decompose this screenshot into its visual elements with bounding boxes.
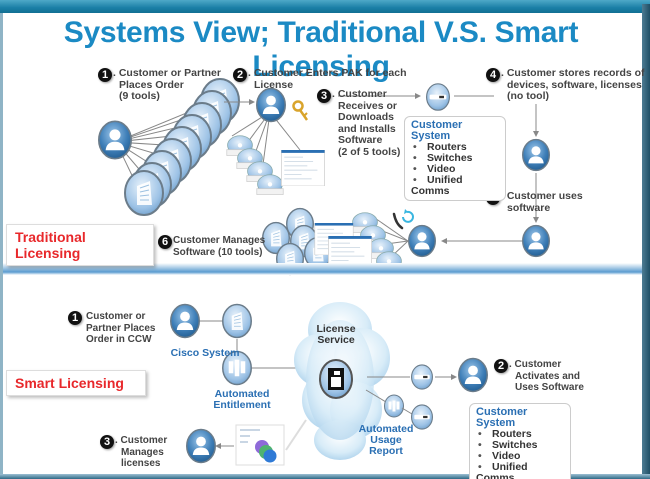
- step-number-badge: 3: [100, 435, 114, 449]
- list-item: Routers: [411, 142, 497, 153]
- diagram-title: Systems View; Traditional V.S. Smart Lic…: [63, 16, 579, 83]
- list-item: Unified Comms: [411, 175, 497, 197]
- step-number-badge: 4: [486, 68, 500, 82]
- key-icon: [292, 100, 309, 121]
- cisco-system-label: Cisco System: [170, 347, 240, 359]
- traditional-licensing-label: Traditional Licensing: [6, 224, 154, 266]
- step-number-badge: 2: [233, 68, 247, 82]
- customer-system-header: Customer System: [411, 119, 463, 142]
- list-item: Switches: [476, 440, 562, 451]
- customer-system-list: Routers Switches Video Unified Comms: [476, 429, 562, 479]
- customer-system-header: Customer System: [476, 406, 528, 429]
- section-divider: [3, 263, 642, 275]
- left-border: [0, 13, 3, 479]
- dashboard-icon: [235, 424, 285, 466]
- list-item: Switches: [411, 153, 497, 164]
- step-number-badge: 2: [494, 359, 508, 373]
- list-item: Routers: [476, 429, 562, 440]
- smart-customer-system-box: Customer System Routers Switches Video U…: [469, 403, 571, 479]
- step-number-badge: 1: [98, 68, 112, 82]
- traditional-graphics: [98, 78, 550, 276]
- step-number-badge: 6: [158, 235, 172, 249]
- step-number-badge: 1: [68, 311, 82, 325]
- right-border: [642, 4, 650, 479]
- refresh-icon: [392, 209, 414, 230]
- smart-graphics: [170, 302, 488, 466]
- top-border: [0, 0, 650, 13]
- traditional-customer-system-box: Customer System Routers Switches Video U…: [404, 116, 506, 201]
- list-item: Unified Comms: [476, 462, 562, 479]
- bottom-border: [0, 474, 650, 479]
- customer-system-list: Routers Switches Video Unified Comms: [411, 142, 497, 197]
- list-item: Video: [411, 164, 497, 175]
- step-number-badge: 3: [317, 89, 331, 103]
- smart-licensing-label: Smart Licensing: [6, 370, 146, 396]
- list-item: Video: [476, 451, 562, 462]
